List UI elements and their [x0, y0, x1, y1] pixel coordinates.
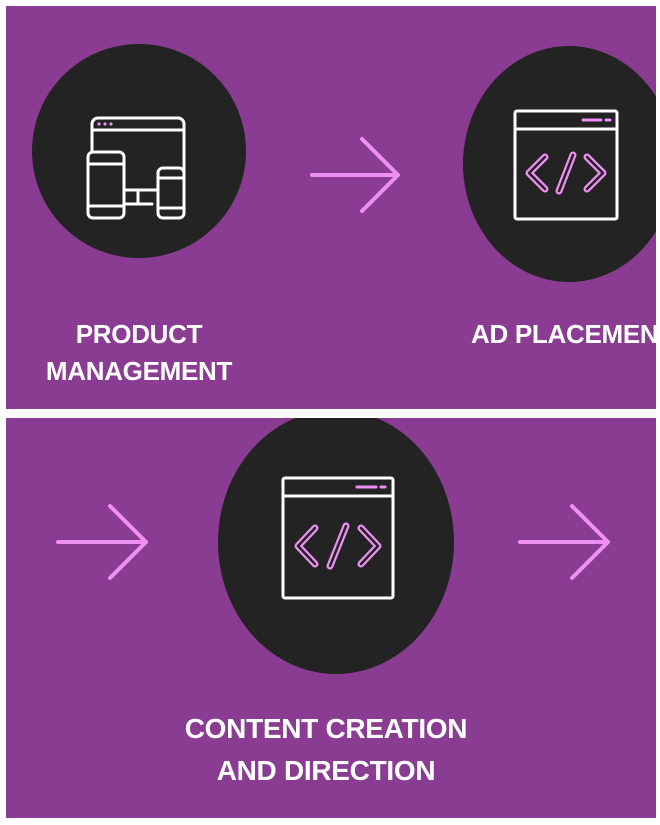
step-2-label-line1: AD PLACEMENT: [471, 319, 656, 349]
top-panel: PRODUCT MANAGEMENT AD PLACEME: [6, 6, 656, 409]
step-1-label-line1: PRODUCT: [75, 319, 203, 349]
arrow-right-icon: [518, 504, 610, 580]
step-1-label-line2: MANAGEMENT: [45, 356, 233, 386]
code-window-icon: [281, 476, 395, 600]
step-3-label-line2: AND DIRECTION: [216, 755, 436, 786]
arrow-right-icon: [56, 504, 148, 580]
ad-placement-label: AD PLACEMENT: [471, 316, 656, 353]
ad-placement-circle: [463, 46, 656, 282]
content-creation-label: CONTENT CREATION AND DIRECTION: [156, 708, 496, 792]
bottom-panel: CONTENT CREATION AND DIRECTION: [6, 418, 656, 818]
product-management-circle: [32, 44, 246, 258]
devices-icon: [86, 116, 186, 220]
code-window-icon: [513, 109, 619, 221]
arrow-right-icon: [310, 137, 400, 213]
step-3-label-line1: CONTENT CREATION: [184, 713, 468, 744]
product-management-label: PRODUCT MANAGEMENT: [39, 316, 239, 390]
